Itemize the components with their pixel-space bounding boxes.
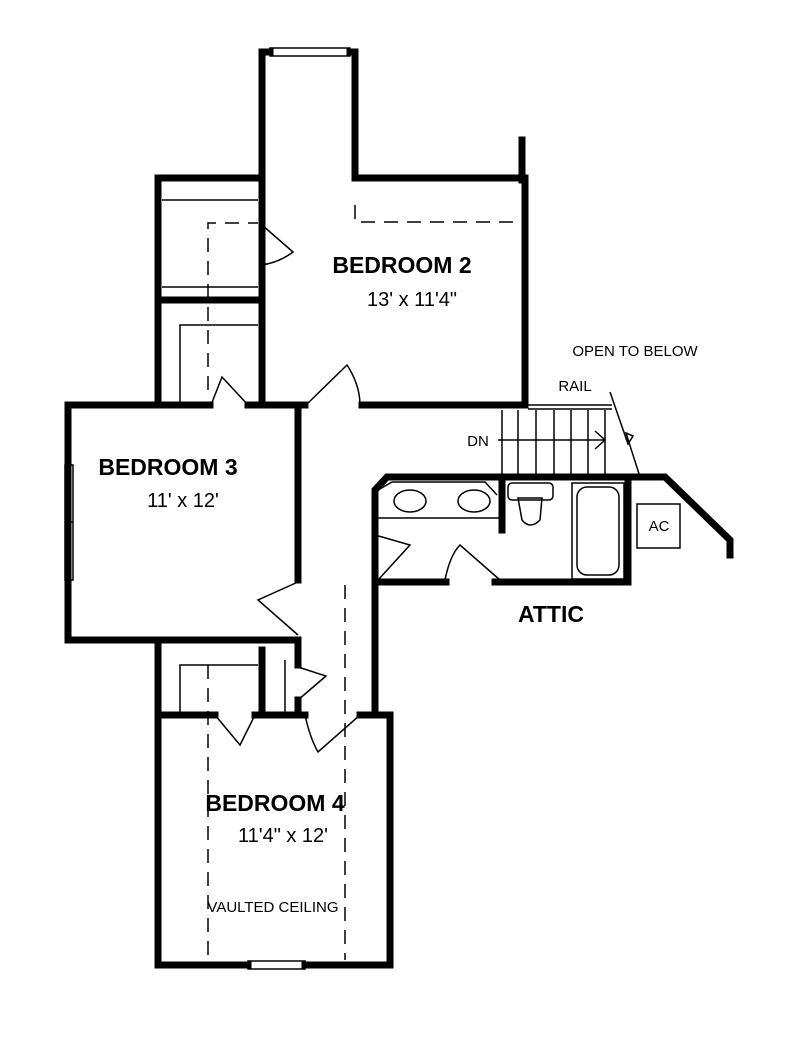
window — [247, 960, 306, 970]
bedroom-2-label: BEDROOM 2 — [332, 252, 471, 278]
bedroom-3-walls — [64, 401, 302, 644]
bedroom-4-size: 11'4" x 12' — [238, 825, 328, 847]
sink — [393, 489, 427, 513]
bedroom-4-label: BEDROOM 4 — [205, 790, 345, 816]
bath-door[interactable] — [444, 543, 501, 581]
bath-door[interactable] — [374, 534, 412, 581]
stair-treads — [501, 410, 606, 477]
attic-label: ATTIC — [518, 601, 584, 627]
bedroom-4-walls — [154, 578, 394, 970]
dn-label: DN — [467, 433, 489, 450]
closet-door[interactable] — [261, 224, 295, 266]
bedroom-2-walls — [154, 47, 529, 409]
vaulted-ceiling-label: VAULTED CEILING — [207, 899, 338, 916]
bedroom-3-label: BEDROOM 3 — [98, 454, 237, 480]
closet-door[interactable] — [214, 714, 256, 747]
ac-label: AC — [649, 518, 670, 535]
bedroom-2-door[interactable] — [305, 363, 361, 406]
toilet-tank — [507, 482, 554, 501]
window — [269, 47, 351, 57]
ac-unit — [636, 503, 681, 549]
bathroom — [371, 473, 734, 586]
bedroom-3-door[interactable] — [256, 581, 299, 636]
toilet — [517, 497, 543, 526]
stairs — [498, 391, 641, 478]
bedroom-2-size: 13' x 11'4" — [367, 289, 457, 311]
closet-door[interactable] — [297, 666, 328, 701]
sink — [457, 489, 491, 513]
closet-door[interactable] — [210, 375, 249, 406]
rail-label: RAIL — [558, 378, 591, 395]
bathtub — [571, 482, 625, 580]
open-to-below-label: OPEN TO BELOW — [572, 343, 698, 360]
bedroom-4-door[interactable] — [304, 714, 361, 754]
bedroom-3-size: 11' x 12' — [147, 490, 219, 512]
